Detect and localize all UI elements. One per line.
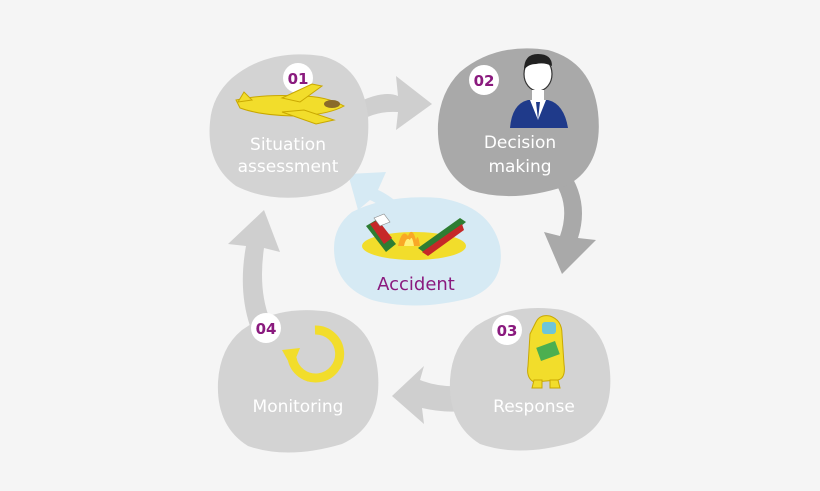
step-01: 01 Situation assessment: [209, 54, 369, 198]
step-label-03: Response: [493, 397, 575, 417]
step-number-03: 03: [497, 322, 518, 340]
businessman-icon: [510, 54, 568, 128]
bubble-step-01: [209, 54, 369, 198]
step-number-02: 02: [474, 72, 495, 90]
step-label-02-line1: Decision: [484, 133, 556, 153]
accident-center: Accident: [334, 197, 501, 306]
hazmat-suit-icon: [527, 315, 565, 389]
airplane-icon: [235, 83, 346, 125]
accident-label: Accident: [377, 274, 455, 295]
arrow-04-to-01: [228, 210, 280, 326]
number-badge-02: [469, 65, 499, 95]
step-label-01-line2: assessment: [238, 157, 339, 177]
bubble-step-04: [217, 310, 379, 453]
arrow-03-to-04: [392, 366, 470, 424]
cycle-arrow-icon: [282, 325, 345, 383]
step-label-01-line1: Situation: [250, 135, 326, 155]
arrow-02-to-03: [544, 168, 596, 274]
step-02: 02 Decision making: [437, 48, 599, 197]
step-label-04: Monitoring: [253, 397, 344, 417]
number-badge-03: [492, 315, 522, 345]
number-badge-04: [251, 313, 281, 343]
step-number-04: 04: [256, 320, 277, 338]
step-03: 03 Response: [449, 308, 611, 451]
step-label-02-line2: making: [488, 157, 551, 177]
sinking-ship-icon: [366, 213, 466, 256]
step-04: 04 Monitoring: [217, 310, 379, 453]
number-badge-01: [283, 63, 313, 93]
step-number-01: 01: [288, 70, 309, 88]
